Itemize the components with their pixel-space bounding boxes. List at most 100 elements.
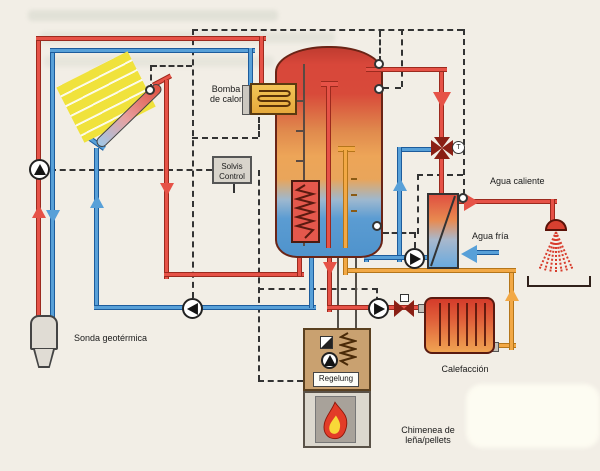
flame-icon <box>323 401 348 440</box>
stove-pump <box>321 352 338 369</box>
pipe-solar-supply <box>164 80 169 279</box>
pipe-geothermal-supply <box>36 36 266 41</box>
exchanger-diagonal <box>430 195 456 267</box>
pipe-cold-water <box>477 250 499 255</box>
pipe-heating-return <box>509 271 514 350</box>
radiator-label: Calefacción <box>441 364 489 374</box>
scan-artifact <box>28 10 278 21</box>
pipe-hot-water <box>458 199 557 204</box>
flow-arrow-down <box>323 262 337 275</box>
control-line <box>192 29 463 31</box>
tank-lance-tick <box>296 130 303 132</box>
tank-charge-tube <box>326 86 331 248</box>
mixing-valve <box>431 137 453 159</box>
control-line <box>379 31 381 62</box>
stove-controller-box: Regelung <box>313 372 359 387</box>
control-line <box>50 169 212 171</box>
solar-heat-exchanger-coil <box>291 180 320 243</box>
flow-arrow-down <box>433 92 451 108</box>
flow-arrow-up <box>32 205 46 218</box>
control-line <box>192 137 258 139</box>
control-line <box>417 174 419 234</box>
heating-valve <box>394 300 414 317</box>
tank-return-tick <box>351 178 357 180</box>
geothermal-label: Sonda geotérmica <box>74 333 148 343</box>
scan-artifact <box>44 56 274 67</box>
control-line <box>401 29 403 87</box>
pipe-geothermal-return <box>50 48 255 53</box>
cold-water-arrow <box>461 245 477 263</box>
pipe-dhw-primary <box>364 255 428 260</box>
tank-return-tick <box>351 210 357 212</box>
controller-label-line2: Control <box>219 172 245 181</box>
controller-label-line1: Solvis <box>221 162 243 171</box>
freshwater-heat-exchanger <box>427 193 459 269</box>
shower-spray <box>555 232 557 272</box>
control-line <box>258 117 260 137</box>
pipe-heating-return <box>498 343 516 348</box>
tank-sensor-port <box>372 221 382 231</box>
pipe-dhw-primary <box>397 147 433 152</box>
freshwater-pump <box>404 248 425 269</box>
flow-arrow-up <box>90 195 104 208</box>
flow-arrow-down <box>160 183 174 196</box>
stove-sensor <box>320 336 333 349</box>
shower-head <box>545 219 567 231</box>
pipe-hot-water <box>550 199 555 222</box>
shower-tray <box>527 276 591 287</box>
stove-pipe <box>355 252 357 330</box>
heating-pump <box>368 298 389 319</box>
control-line <box>258 380 303 382</box>
coil-icon <box>294 184 317 239</box>
tank-return-tube <box>343 150 348 248</box>
chimney-label: Chimenea de leña/pellets <box>401 425 455 445</box>
collector-sensor-port <box>145 85 155 95</box>
flow-arrow-up <box>505 288 519 301</box>
erased-logo-blob <box>466 384 600 448</box>
solar-pump <box>182 298 203 319</box>
hot-water-sensor-port <box>458 193 468 203</box>
pipe-solar-return <box>94 305 316 310</box>
control-line <box>151 65 192 67</box>
flow-arrow-down <box>46 210 60 223</box>
geothermal-probe <box>30 315 60 369</box>
control-line <box>258 288 378 290</box>
pipe-solar-supply <box>297 254 302 276</box>
control-line <box>463 29 465 195</box>
temp-sensor-bulb: T <box>452 141 465 154</box>
control-line <box>150 65 152 90</box>
control-line <box>192 29 194 298</box>
pipe-solar-return <box>309 252 314 308</box>
pipe-dhw-primary <box>439 156 444 198</box>
pipe-dhw-primary <box>397 147 402 262</box>
control-line <box>376 288 378 302</box>
stove-firebox <box>315 396 356 443</box>
pipe-tank-hot-out <box>366 67 447 72</box>
control-line <box>383 87 401 89</box>
tank-stratifier-lance <box>303 64 305 246</box>
control-line <box>233 184 235 193</box>
tank-lance-tick <box>296 160 303 162</box>
pipe-heating-supply <box>327 246 332 312</box>
pipe-geothermal-supply <box>259 36 264 88</box>
tank-lance-tick <box>296 100 303 102</box>
pipe-solar-supply <box>164 272 304 277</box>
solvis-controller: Solvis Control <box>212 156 252 184</box>
radiator-fins <box>432 303 487 346</box>
cold-water-label: Agua fría <box>472 231 509 241</box>
control-line <box>414 232 416 248</box>
tank-sensor-port <box>374 59 384 69</box>
tank-return-tick <box>351 194 357 196</box>
flow-arrow-up <box>393 178 407 191</box>
geothermal-pump <box>29 159 50 180</box>
heat-pump-coil-icon <box>257 90 291 107</box>
stove-coil-icon <box>339 332 357 366</box>
radiator <box>424 297 495 354</box>
tank-sensor-port <box>374 84 384 94</box>
stove-pipe <box>337 252 339 330</box>
heat-pump <box>250 83 297 115</box>
heat-pump-label: Bomba de calor <box>209 84 243 104</box>
heat-pump-plate <box>242 85 250 115</box>
hot-water-label: Agua caliente <box>490 176 545 186</box>
